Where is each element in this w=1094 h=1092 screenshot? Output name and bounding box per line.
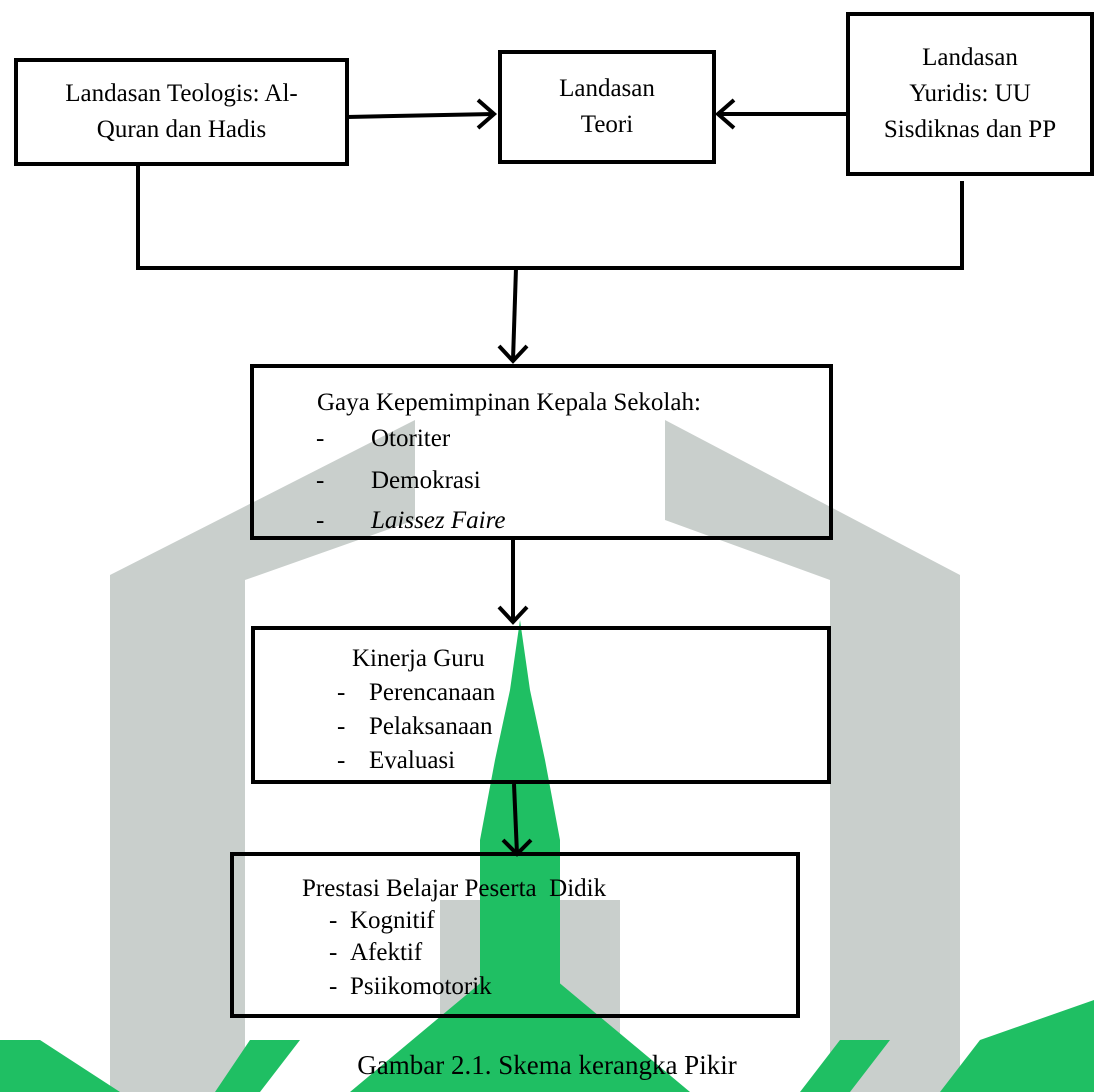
gaya-item-1: Otoriter [371, 425, 451, 452]
prestasi-item-2: Afektif [350, 939, 423, 966]
bullet-dash: - [329, 907, 338, 934]
connector-bracket-to-gaya [511, 267, 518, 361]
prestasi-title: Prestasi Belajar Peserta Didik [302, 875, 607, 902]
bullet-dash: - [329, 973, 338, 1000]
connector-teologis-to-teori [346, 112, 495, 119]
arrowhead-teori-right [714, 98, 736, 130]
kinerja-item-3: Evaluasi [369, 747, 456, 774]
yuridis-line-1: Landasan [922, 44, 1018, 71]
bullet-dash: - [316, 425, 325, 452]
gaya-item-3: Laissez Faire [371, 507, 506, 534]
kinerja-item-1: Perencanaan [369, 679, 496, 706]
kinerja-item-2: Pelaksanaan [369, 713, 493, 740]
gaya-title: Gaya Kepemimpinan Kepala Sekolah: [317, 389, 701, 416]
arrowhead-teori-left [476, 98, 498, 130]
box-landasan-teori: Landasan Teori [498, 50, 716, 164]
teori-line-2: Teori [580, 111, 634, 138]
teori-line-1: Landasan [559, 75, 655, 102]
connector-bracket [136, 164, 964, 270]
figure-caption: Gambar 2.1. Skema kerangka Pikir [357, 1050, 737, 1080]
arrowhead-gaya [497, 344, 529, 364]
prestasi-item-3: Psiikomotorik [350, 973, 492, 1000]
yuridis-line-3: Sisdiknas dan PP [883, 116, 1057, 143]
bullet-dash: - [316, 507, 325, 534]
kinerja-title: Kinerja Guru [352, 645, 485, 672]
box-kinerja-guru: Kinerja Guru - Perencanaan - Pelaksanaan… [251, 626, 831, 784]
connector-kinerja-to-prestasi [512, 783, 519, 855]
prestasi-item-1: Kognitif [350, 907, 435, 934]
bullet-dash: - [337, 679, 346, 706]
yuridis-line-2: Yuridis: UU [909, 80, 1031, 107]
box-landasan-yuridis: Landasan Yuridis: UU Sisdiknas dan PP [846, 12, 1094, 176]
bullet-dash: - [337, 747, 346, 774]
arrowhead-kinerja [497, 605, 529, 625]
gaya-item-2: Demokrasi [371, 467, 481, 494]
box-gaya-kepemimpinan: Gaya Kepemimpinan Kepala Sekolah: - Otor… [250, 364, 833, 540]
watermark-green-shape [0, 620, 1094, 1092]
teologis-line-1: Landasan Teologis: Al- [65, 80, 298, 107]
bullet-dash: - [337, 713, 346, 740]
bullet-dash: - [316, 467, 325, 494]
teologis-line-2: Quran dan Hadis [96, 116, 267, 143]
box-landasan-teologis: Landasan Teologis: Al- Quran dan Hadis [14, 58, 349, 166]
box-prestasi-belajar: Prestasi Belajar Peserta Didik - Kogniti… [230, 852, 800, 1018]
bullet-dash: - [329, 939, 338, 966]
